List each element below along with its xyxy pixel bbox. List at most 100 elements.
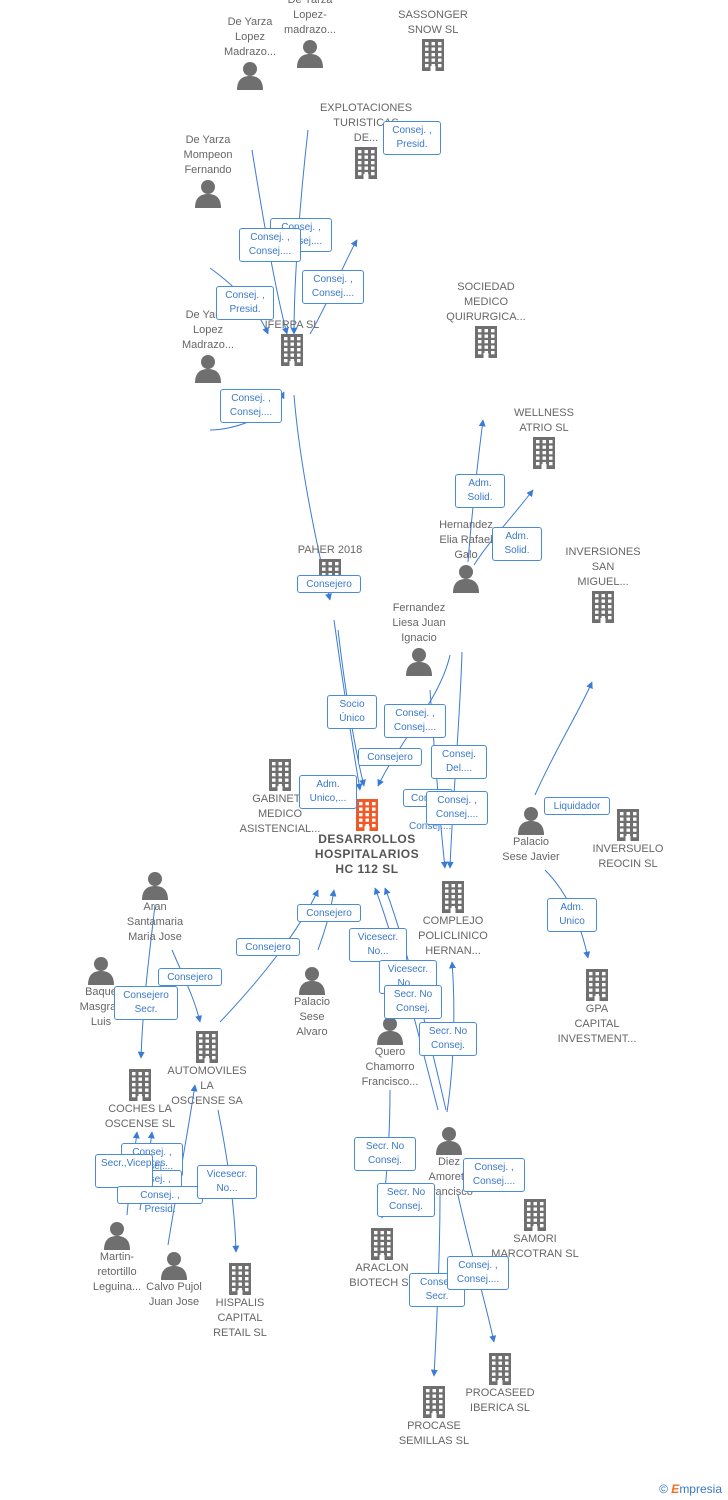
person-node-aran[interactable]: Aran Santamaria Maria Jose <box>90 870 220 945</box>
node-label: Palacio Sese Javier <box>502 836 560 863</box>
person-node-palacioj[interactable]: Palacio Sese Javier <box>466 805 596 865</box>
relation-label[interactable]: Secr. No Consej. <box>384 985 442 1019</box>
node-label: IFERPA SL <box>264 319 320 331</box>
person-node-martin[interactable]: Martin- retortillo Leguina... <box>52 1220 182 1295</box>
node-label: HISPALIS CAPITAL RETAIL SL <box>213 1297 267 1339</box>
person-icon <box>518 807 544 835</box>
person-icon <box>195 180 221 208</box>
relation-label[interactable]: Consej. , Consej.... <box>384 704 446 738</box>
relation-label[interactable]: Consej. Del.... <box>431 745 487 779</box>
relation-label[interactable]: Consej. , Consej.... <box>463 1158 525 1192</box>
person-icon <box>237 62 263 90</box>
person-icon <box>297 40 323 68</box>
node-label: PAHER 2018 <box>297 544 363 556</box>
company-node-invsan[interactable]: INVERSIONES SAN MIGUEL... <box>538 545 668 624</box>
company-node-wellness[interactable]: WELLNESS ATRIO SL <box>479 406 609 470</box>
company-node-samori[interactable]: SAMORI MARCOTRAN SL <box>470 1198 600 1262</box>
person-node-dymf[interactable]: De Yarza Mompeon Fernando <box>143 133 273 208</box>
node-label: COCHES LA OSCENSE SL <box>104 1103 176 1130</box>
relation-label[interactable]: Consej. , Consej.... <box>447 1256 509 1290</box>
node-label: Palacio Sese Alvaro <box>293 996 331 1038</box>
relation-label[interactable]: Adm. Solid. <box>455 474 505 508</box>
person-node-fernandez[interactable]: Fernandez Liesa Juan Ignacio <box>354 601 484 676</box>
relation-label[interactable]: Consejero Secr. <box>114 986 178 1020</box>
relation-label[interactable]: Consej. , Consej.... <box>426 791 488 825</box>
company-node-complejo[interactable]: COMPLEJO POLICLINICO HERNAN... <box>388 880 518 959</box>
person-icon <box>436 1127 462 1155</box>
company-node-automov[interactable]: AUTOMOVILES LA OSCENSE SA <box>142 1030 272 1109</box>
company-node-gpa[interactable]: GPA CAPITAL INVESTMENT... <box>532 968 662 1047</box>
node-label: Fernandez Liesa Juan Ignacio <box>392 602 446 644</box>
node-label: Calvo Pujol Juan Jose <box>146 1281 202 1308</box>
company-node-socmed[interactable]: SOCIEDAD MEDICO QUIRURGICA... <box>421 280 551 359</box>
relation-label[interactable]: Consej. , Presid. <box>216 286 274 320</box>
building-icon <box>229 1263 251 1295</box>
company-node-explot[interactable]: EXPLOTACIONES TURISTICAS DE... <box>301 101 431 180</box>
person-node-palacioa[interactable]: Palacio Sese Alvaro <box>247 965 377 1040</box>
node-label: SASSONGER SNOW SL <box>398 9 468 36</box>
company-node-hispalis[interactable]: HISPALIS CAPITAL RETAIL SL <box>175 1262 305 1341</box>
relation-label[interactable]: Secr. No Consej. <box>419 1022 477 1056</box>
relation-label[interactable]: Consej. , Presid. <box>383 121 441 155</box>
node-label: Quero Chamorro Francisco... <box>361 1046 419 1088</box>
relation-label[interactable]: Consejero <box>297 575 361 593</box>
building-icon <box>371 1228 393 1260</box>
relation-label[interactable]: Consej. , Consej.... <box>220 389 282 423</box>
relation-label[interactable]: Consejero <box>158 968 222 986</box>
node-label: Hernandez Elia Rafael Galo <box>439 519 493 561</box>
person-icon <box>88 957 114 985</box>
relation-label[interactable]: Consej. , Consej.... <box>239 228 301 262</box>
company-node-procaseed[interactable]: PROCASEED IBERICA SL <box>435 1352 565 1416</box>
node-label: De Yarza Lopez- madrazo... <box>284 0 336 36</box>
node-label: INVERSIONES SAN MIGUEL... <box>565 546 641 588</box>
building-icon <box>489 1353 511 1385</box>
person-node-dyl1[interactable]: De Yarza Lopez Madrazo... <box>185 15 315 90</box>
node-label: Baque Masgrau Luis <box>79 986 123 1028</box>
company-node-sasson[interactable]: SASSONGER SNOW SL <box>368 8 498 72</box>
relation-label[interactable]: Liquidador <box>544 797 610 815</box>
relation-label[interactable]: Vicesecr. No... <box>349 928 407 962</box>
node-label: AUTOMOVILES LA OSCENSE SA <box>167 1065 247 1107</box>
relation-label[interactable]: Vicesecr. No... <box>197 1165 257 1199</box>
relationship-edge <box>534 681 593 796</box>
relation-label[interactable]: Consejero <box>236 938 300 956</box>
building-icon <box>269 759 291 791</box>
person-node-hernandez[interactable]: Hernandez Elia Rafael Galo <box>401 518 531 593</box>
relation-label[interactable]: Secr. No Consej. <box>354 1137 416 1171</box>
relation-label[interactable]: Consejero <box>297 904 361 922</box>
node-label: Diez Amoretti Francisco <box>425 1156 473 1198</box>
company-node-gabinete[interactable]: GABINETE MEDICO ASISTENCIAL... <box>215 758 345 837</box>
person-node-dyl2[interactable]: De Yarza Lopez- madrazo... <box>245 0 375 68</box>
node-label: SAMORI MARCOTRAN SL <box>491 1233 579 1260</box>
person-icon <box>453 565 479 593</box>
building-icon <box>423 1386 445 1418</box>
company-node-main[interactable]: DESARROLLOS HOSPITALARIOS HC 112 SL <box>302 798 432 877</box>
node-label: GABINETE MEDICO ASISTENCIAL... <box>239 793 321 835</box>
relation-label[interactable]: Consejero <box>358 748 422 766</box>
node-label: De Yarza Mompeon Fernando <box>183 134 233 176</box>
person-node-quero[interactable]: Quero Chamorro Francisco... <box>325 1015 455 1090</box>
person-node-diez[interactable]: Diez Amoretti Francisco <box>384 1125 514 1200</box>
relation-label[interactable]: Secr. No Consej. <box>377 1183 435 1217</box>
relationship-edge <box>171 949 203 1023</box>
relation-label[interactable]: Consej. , Presid. <box>117 1186 203 1215</box>
node-label: WELLNESS ATRIO SL <box>514 407 574 434</box>
relation-label[interactable]: Adm. Unico <box>547 898 597 932</box>
relation-label[interactable]: Adm. Unico,... <box>299 775 357 809</box>
person-icon <box>377 1017 403 1045</box>
node-label: INVERSUELO REOCIN SL <box>592 843 664 870</box>
company-node-coches[interactable]: COCHES LA OSCENSE SL <box>75 1068 205 1132</box>
company-node-iferpa[interactable]: IFERPA SL <box>227 318 357 367</box>
relation-label[interactable]: Socio Único <box>327 695 377 729</box>
relation-label[interactable]: Secr.,Vicepres. <box>95 1154 168 1188</box>
person-node-calvo[interactable]: Calvo Pujol Juan Jose <box>109 1250 239 1310</box>
node-label: Aran Santamaria Maria Jose <box>126 901 184 943</box>
company-node-inversuelo[interactable]: INVERSUELO REOCIN SL <box>563 808 693 872</box>
company-node-procase[interactable]: PROCASE SEMILLAS SL <box>369 1385 499 1449</box>
building-icon <box>355 147 377 179</box>
relation-label[interactable]: Consej. , Consej.... <box>302 270 364 304</box>
building-icon <box>196 1031 218 1063</box>
relation-label[interactable]: Adm. Solid. <box>492 527 542 561</box>
person-node-baque[interactable]: Baque Masgrau Luis <box>36 955 166 1030</box>
empresia-brand: © Empresia <box>659 1482 722 1496</box>
